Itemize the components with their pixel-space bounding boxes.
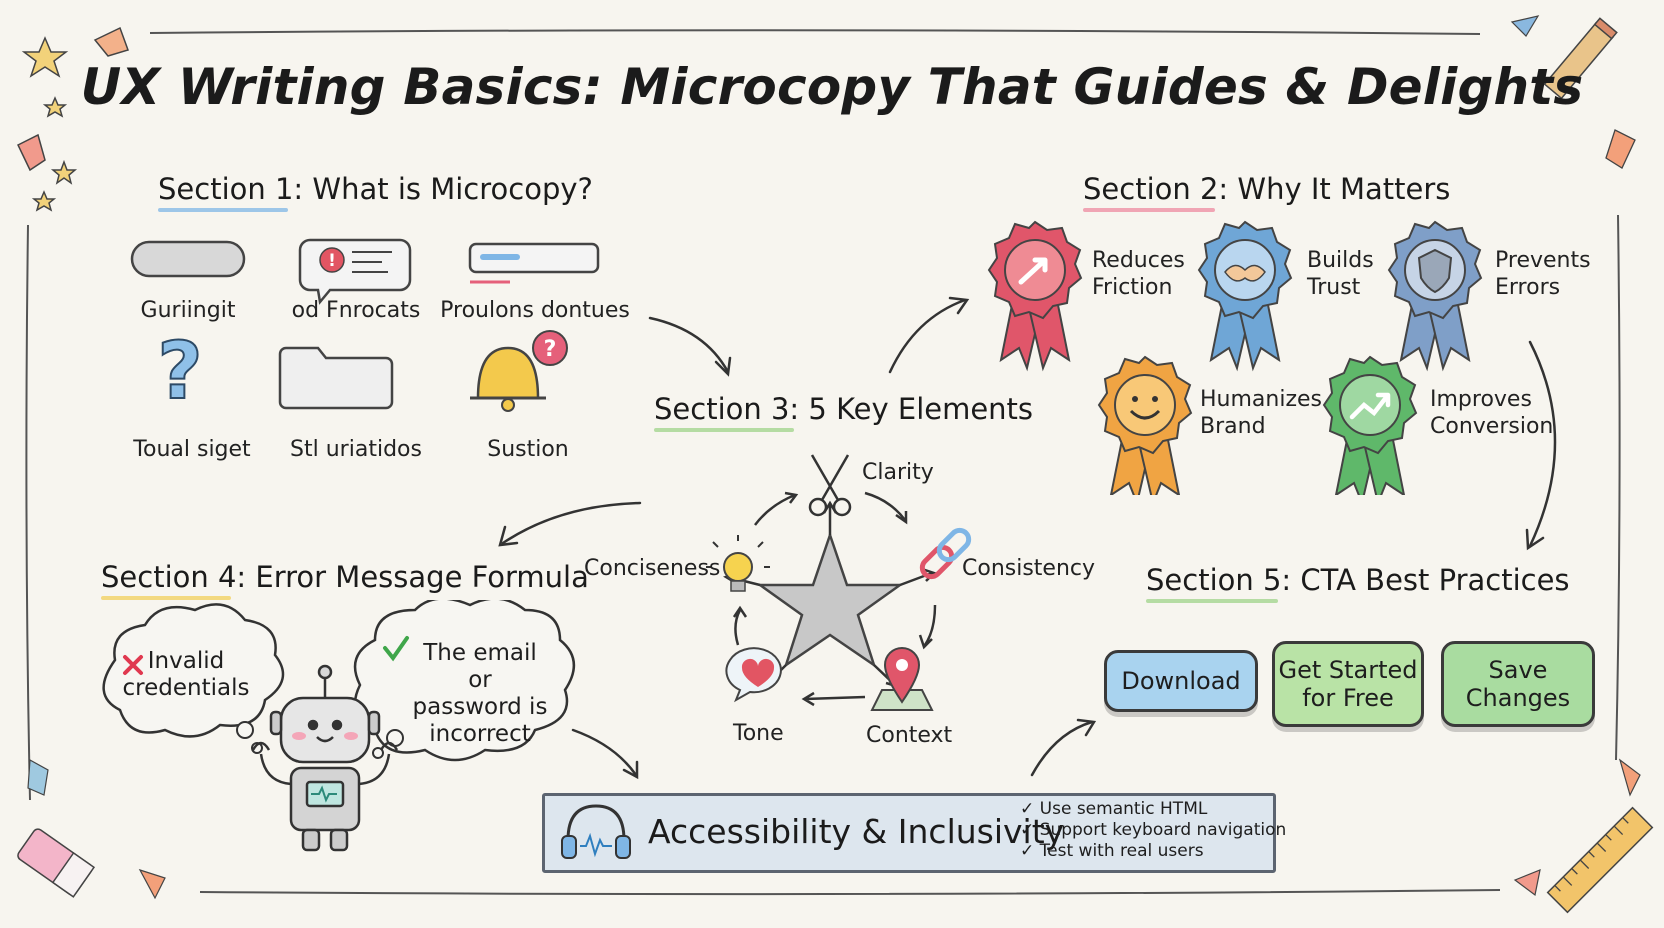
pencil-doodle-icon	[1543, 17, 1618, 100]
badge-label-line: Improves	[1430, 387, 1532, 412]
section3-underline	[654, 428, 794, 432]
element-label-conciseness: Conciseness	[584, 556, 721, 581]
microcopy-label-3: Proulons dontues	[440, 298, 630, 323]
badge-label-line: Friction	[1092, 275, 1173, 300]
checklist-item-text: Test with real users	[1039, 841, 1204, 861]
checklist-item: ✓ Use semantic HTML	[1020, 799, 1286, 820]
check-icon: ✓	[1020, 841, 1040, 861]
key-elements-diagram	[706, 454, 972, 711]
badge-label-improves-conversion: Improves Conversion	[1430, 386, 1553, 440]
central-star-icon	[756, 531, 904, 669]
humanizes-brand-badge-icon	[1098, 356, 1192, 495]
page-title: UX Writing Basics: Microcopy That Guides…	[80, 58, 1584, 116]
check-icon: ✓	[1020, 820, 1040, 840]
badge-label-line: Humanizes	[1200, 387, 1322, 412]
svg-text:!: !	[328, 251, 336, 271]
microcopy-label-5: Stl uriatidos	[290, 437, 422, 462]
benefit-badges	[988, 221, 1482, 495]
good-message-cloud	[353, 600, 575, 762]
improves-conversion-badge-icon	[1323, 356, 1417, 495]
badge-label-line: Builds	[1307, 248, 1374, 273]
section2-heading-text: Section 2: Why It Matters	[1083, 172, 1451, 206]
badge-label-line: Brand	[1200, 414, 1266, 439]
section5-underline	[1146, 599, 1278, 603]
section3-heading-text: Section 3: 5 Key Elements	[654, 392, 1034, 426]
accessibility-title: Accessibility & Inclusivity	[648, 812, 1065, 851]
checklist-item-text: Support keyboard navigation	[1039, 820, 1287, 840]
button-shape-icon	[130, 240, 246, 278]
badge-label-line: Trust	[1307, 275, 1361, 300]
map-pin-context-icon	[870, 647, 934, 711]
ruler-doodle-icon	[1546, 806, 1654, 914]
microcopy-label-6: Sustion	[487, 437, 569, 462]
svg-text:?: ?	[544, 337, 557, 362]
input-field-icon	[468, 242, 600, 284]
chain-link-consistency-icon	[919, 527, 972, 580]
star-doodle-icon	[21, 36, 78, 212]
success-check-icon	[383, 636, 409, 662]
error-message-illustration	[102, 600, 575, 852]
svg-text:?: ?	[157, 327, 202, 417]
heart-bubble-tone-icon	[725, 647, 782, 703]
element-label-clarity: Clarity	[862, 460, 934, 485]
lightbulb-conciseness-icon	[706, 535, 770, 592]
error-bubble-icon: !	[298, 238, 412, 305]
robot-mascot-icon	[251, 664, 399, 852]
download-cta-button[interactable]: Download	[1104, 650, 1258, 712]
section5-heading-text: Section 5: CTA Best Practices	[1146, 563, 1570, 597]
scissors-clarity-icon	[808, 454, 852, 517]
element-label-consistency: Consistency	[962, 556, 1096, 581]
checklist-item: ✓ Test with real users	[1020, 841, 1286, 862]
element-label-tone: Tone	[733, 721, 784, 746]
section2-underline	[1083, 208, 1215, 212]
good-error-message: The email or password is incorrect	[412, 640, 548, 747]
section1-heading: Section 1: What is Microcopy?	[158, 172, 593, 212]
bad-message-cloud	[102, 603, 285, 754]
accessibility-checklist: ✓ Use semantic HTML ✓ Support keyboard n…	[1020, 799, 1286, 862]
badge-label-reduces-friction: Reduces Friction	[1092, 247, 1185, 301]
eraser-doodle-icon	[17, 828, 96, 898]
microcopy-label-4: Toual siget	[133, 437, 251, 462]
microcopy-examples: ! ? ?	[130, 238, 600, 418]
badge-label-line: Conversion	[1430, 414, 1554, 439]
checklist-item-text: Use semantic HTML	[1039, 799, 1208, 819]
builds-trust-badge-icon	[1198, 221, 1292, 369]
headphones-icon	[561, 804, 631, 859]
accessibility-panel	[542, 793, 1276, 873]
badge-label-humanizes-brand: Humanizes Brand	[1200, 386, 1322, 440]
badge-label-prevents-errors: Prevents Errors	[1495, 247, 1591, 301]
bad-error-message: Invalid credentials	[122, 648, 250, 701]
prevents-errors-badge-icon	[1388, 221, 1482, 369]
section3-heading: Section 3: 5 Key Elements	[654, 392, 1034, 432]
badge-label-line: Prevents	[1495, 248, 1591, 273]
section5-heading: Section 5: CTA Best Practices	[1146, 563, 1570, 603]
microcopy-label-2: od Fnrocats	[291, 298, 421, 323]
check-icon: ✓	[1020, 799, 1040, 819]
help-question-icon: ?	[156, 326, 203, 418]
folder-empty-state-icon	[278, 346, 394, 410]
section4-underline	[101, 596, 231, 600]
section4-heading: Section 4: Error Message Formula	[101, 560, 589, 600]
section2-heading: Section 2: Why It Matters	[1083, 172, 1451, 212]
section4-heading-text: Section 4: Error Message Formula	[101, 560, 589, 594]
badge-label-line: Reduces	[1092, 248, 1185, 273]
badge-label-line: Errors	[1495, 275, 1561, 300]
badge-label-builds-trust: Builds Trust	[1307, 247, 1374, 301]
element-label-context: Context	[866, 723, 953, 748]
microcopy-label-1: Guriingit	[140, 298, 236, 323]
error-x-icon	[123, 655, 143, 675]
section1-heading-text: Section 1: What is Microcopy?	[158, 172, 593, 206]
get-started-cta-button[interactable]: Get Started for Free	[1272, 641, 1424, 727]
notification-bell-icon: ?	[470, 330, 568, 412]
reduces-friction-badge-icon	[988, 221, 1082, 369]
checklist-item: ✓ Support keyboard navigation	[1020, 820, 1286, 841]
save-changes-cta-button[interactable]: Save Changes	[1441, 641, 1595, 727]
section1-underline	[158, 208, 288, 212]
